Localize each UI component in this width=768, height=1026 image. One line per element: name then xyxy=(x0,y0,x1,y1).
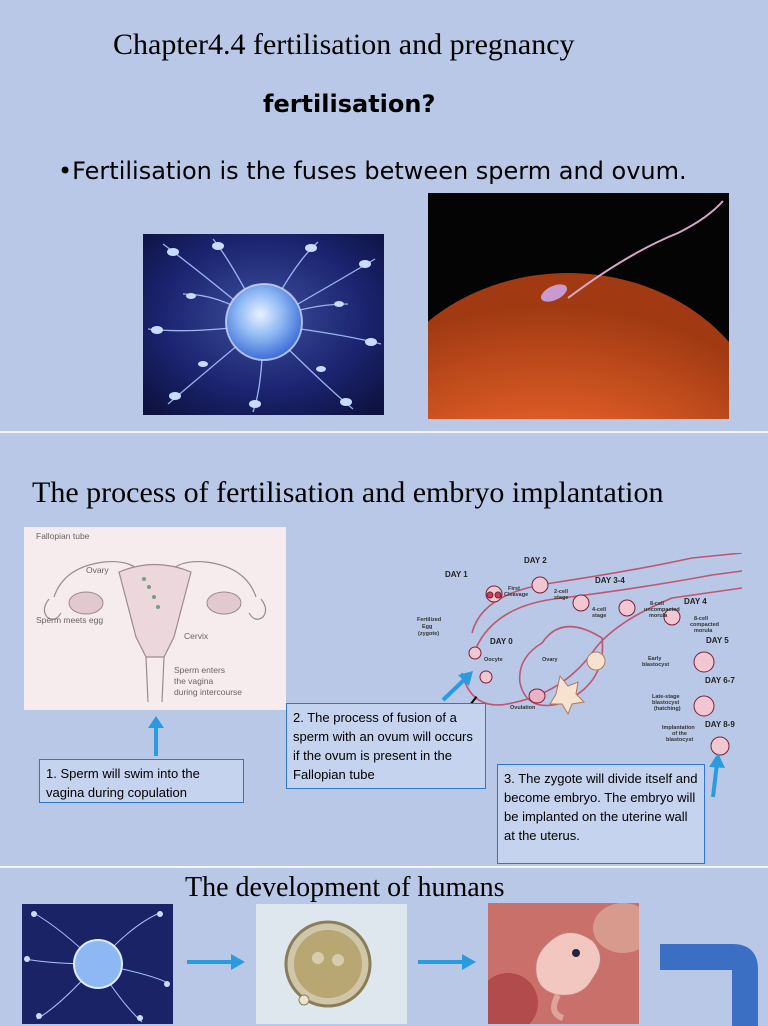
right-arrow-icon-1 xyxy=(187,954,245,970)
bullet-dot-icon: • xyxy=(58,157,73,185)
label-sperm-meets-egg: Sperm meets egg xyxy=(36,615,103,625)
label-early-2: blastocyst xyxy=(642,662,669,668)
callout-step-1: 1. Sperm will swim into the vagina durin… xyxy=(39,759,244,803)
label-sperm-enters-1: Sperm enters xyxy=(174,665,225,675)
label-8c-3: morula xyxy=(694,628,713,634)
label-fertilized-1: Fertilized xyxy=(417,617,441,623)
embryo-development-timeline-diagram: DAY 1 DAY 2 DAY 3-4 DAY 4 DAY 5 DAY 6-7 … xyxy=(412,553,742,763)
label-day-8-9: DAY 8-9 xyxy=(705,720,735,729)
label-impl-1: Implantation xyxy=(662,725,695,731)
label-oocyte: Oocyte xyxy=(484,657,503,663)
slide1-title: Chapter4.4 fertilisation and pregnancy xyxy=(113,28,575,61)
label-sperm-enters-3: during intercourse xyxy=(174,687,242,697)
corner-bracket-shape xyxy=(660,944,758,1026)
up-arrow-icon xyxy=(146,716,166,756)
label-day-4: DAY 4 xyxy=(684,597,707,606)
callout-step-2: 2. The process of fusion of a sperm with… xyxy=(286,703,486,789)
label-fertilized-2: Egg xyxy=(422,624,432,630)
slide-divider xyxy=(0,431,768,433)
up-arrow-right-icon xyxy=(705,753,725,798)
slide-fertilisation: Chapter4.4 fertilisation and pregnancy f… xyxy=(0,0,768,430)
callout-step-3: 3. The zygote will divide itself and bec… xyxy=(497,764,705,864)
label-8u-1: 8-cell xyxy=(650,601,665,607)
diagonal-arrow-icon xyxy=(440,671,474,703)
label-diagram-ovary: Ovary xyxy=(542,657,559,663)
label-early-1: Early xyxy=(648,656,662,662)
label-fertilized-3: (zygote) xyxy=(418,631,439,637)
label-4cell-2: stage xyxy=(592,613,606,619)
slide2-title: The process of fertilisation and embryo … xyxy=(32,476,664,509)
right-arrow-icon-2 xyxy=(418,954,476,970)
slide-development: The development of humans xyxy=(0,868,768,1026)
label-8c-2: compacted xyxy=(690,622,719,628)
label-day-6-7: DAY 6-7 xyxy=(705,676,735,685)
label-8u-2: uncompacted xyxy=(644,607,680,613)
label-day-3-4: DAY 3-4 xyxy=(595,576,625,585)
label-day-0: DAY 0 xyxy=(490,637,513,646)
label-first-1: First xyxy=(508,586,520,592)
embryo-photo xyxy=(488,903,639,1024)
label-2cell-1: 2-cell xyxy=(554,589,569,595)
slide3-title: The development of humans xyxy=(185,872,505,903)
label-cervix: Cervix xyxy=(184,631,209,641)
label-2cell-2: stage xyxy=(554,595,568,601)
label-day-1: DAY 1 xyxy=(445,570,468,579)
label-ovary: Ovary xyxy=(86,565,109,575)
label-late-3: (hatching) xyxy=(654,706,681,712)
slide1-bullet: •Fertilisation is the fuses between sper… xyxy=(58,154,698,188)
sperm-egg-thumbnail xyxy=(22,904,173,1024)
label-day-2: DAY 2 xyxy=(524,556,547,565)
label-4cell-1: 4-cell xyxy=(592,607,607,613)
label-first-2: Cleavage xyxy=(504,592,528,598)
label-fallopian-tube: Fallopian tube xyxy=(36,531,90,541)
label-late-1: Late-stage xyxy=(652,694,680,700)
slide-process: The process of fertilisation and embryo … xyxy=(0,433,768,865)
label-day-5: DAY 5 xyxy=(706,636,729,645)
sperm-egg-image xyxy=(143,234,384,415)
slide1-subtitle: fertilisation? xyxy=(263,90,436,118)
label-sperm-enters-2: the vagina xyxy=(174,676,213,686)
zygote-microscope-photo xyxy=(256,904,407,1024)
label-impl-2: of the xyxy=(672,731,687,737)
slide-divider-2 xyxy=(0,866,768,868)
label-ovulation: Ovulation xyxy=(510,705,536,711)
sperm-on-ovum-photo xyxy=(428,193,729,419)
label-impl-3: blastocyst xyxy=(666,737,693,743)
label-late-2: blastocyst xyxy=(652,700,679,706)
label-8c-1: 8-cell xyxy=(694,616,709,622)
slide1-bullet-text: Fertilisation is the fuses between sperm… xyxy=(72,157,687,185)
label-8u-3: morula xyxy=(649,613,668,619)
reproductive-anatomy-illustration: Fallopian tube Ovary Sperm meets egg Cer… xyxy=(24,527,286,710)
